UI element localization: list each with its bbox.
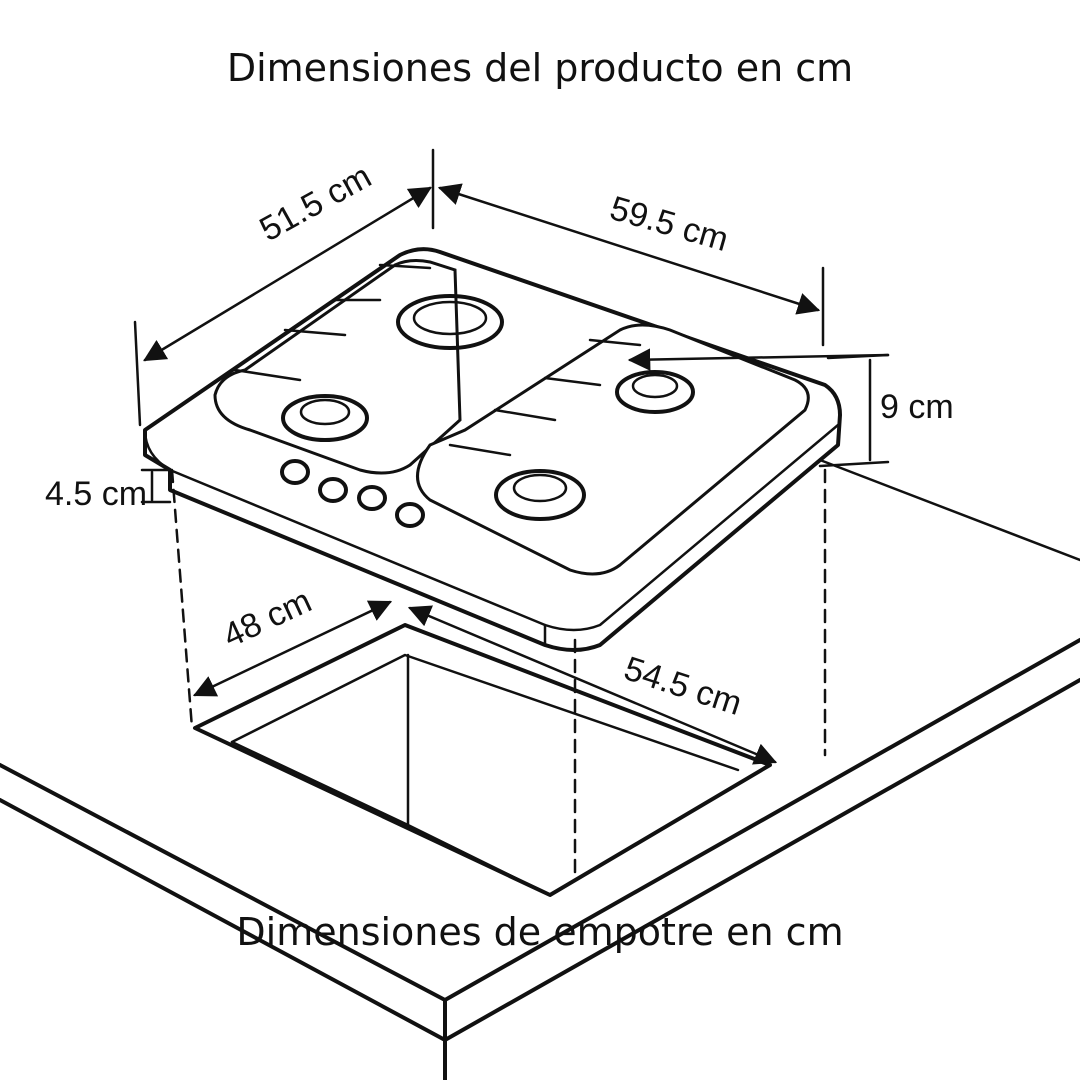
cutout-dimensions-title: Dimensiones de empotre en cm [236,910,844,954]
countertop [0,458,1080,1082]
label-thickness: 4.5 cm [45,475,147,513]
label-depth: 51.5 cm [253,157,377,249]
right-grate [416,323,810,576]
burner-bottom-right [494,469,586,521]
burner-bottom-left [281,394,369,442]
label-cut-width: 54.5 cm [620,649,747,723]
left-grate [213,259,462,475]
control-knobs [280,459,425,528]
product-dimensions-title: Dimensiones del producto en cm [226,46,854,90]
dimension-lines [133,148,890,765]
label-height: 9 cm [880,388,954,426]
burner-top-right [615,370,695,414]
